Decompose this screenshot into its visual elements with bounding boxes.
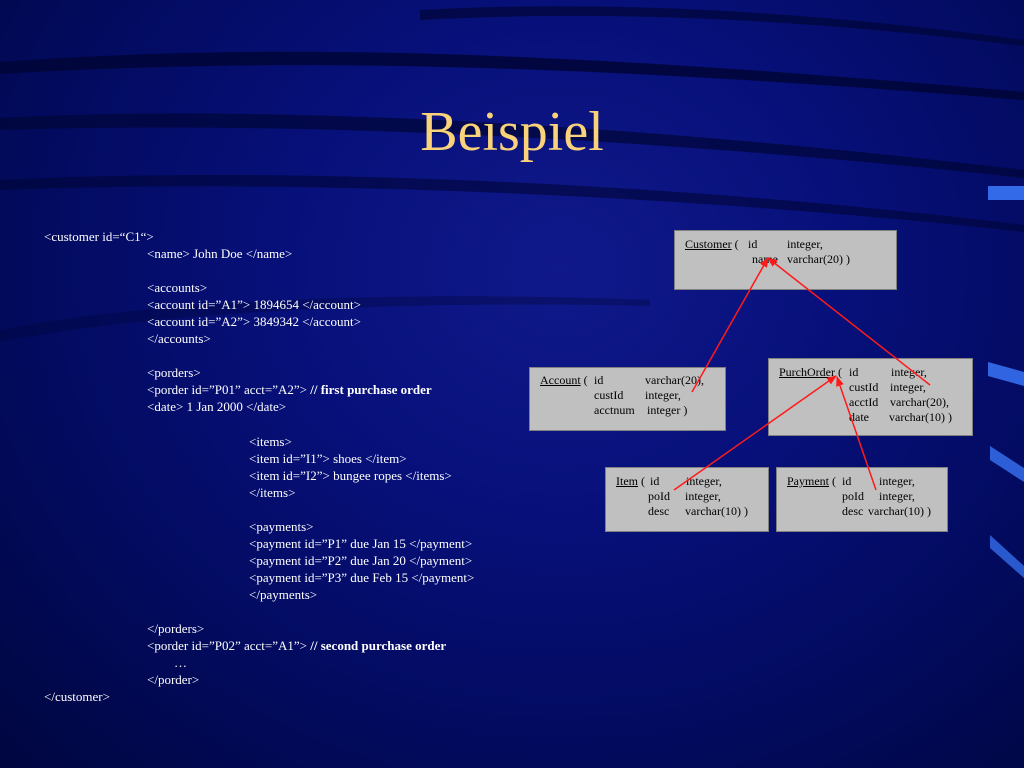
paren: ( xyxy=(580,373,588,387)
column-type: varchar(20), xyxy=(890,395,949,409)
xml-line: <customer id=“C1“> xyxy=(44,229,154,244)
xml-line: </items> xyxy=(249,484,296,500)
xml-line: <item id=”I1”> shoes </item> xyxy=(249,450,407,466)
column-name: acctId xyxy=(849,395,879,409)
customer-table-name: Customer xyxy=(685,237,732,251)
column-name: custId xyxy=(849,380,879,394)
payment-table-name: Payment xyxy=(787,474,829,488)
account-table-header: Account ( xyxy=(540,373,588,389)
purchorder-table: PurchOrder ( id integer, custId integer,… xyxy=(768,358,973,436)
payment-poid-fk-arrow xyxy=(836,376,877,491)
item-table-name: Item xyxy=(616,474,638,488)
column-type: integer, xyxy=(685,489,721,503)
paren: ( xyxy=(834,365,842,379)
column-name: id xyxy=(594,373,604,387)
xml-line: <payment id=”P3” due Feb 15 </payment> xyxy=(249,569,475,585)
column-type: integer, xyxy=(645,388,681,402)
column-name: id xyxy=(650,474,660,488)
column-type: integer ) xyxy=(647,403,688,417)
purchorder-table-header: PurchOrder ( xyxy=(779,365,842,381)
xml-line: </accounts> xyxy=(147,331,211,347)
xml-tag: <porder id=”P02” acct=”A1”> xyxy=(147,638,307,654)
xml-comment: // first purchase order xyxy=(310,382,432,398)
xml-example: <customer id=“C1“> <name> John Doe </nam… xyxy=(44,228,644,705)
column-type: varchar(20), xyxy=(645,373,704,387)
purchorder-custid-fk-arrow xyxy=(767,257,931,386)
xml-line: </porder> xyxy=(147,672,200,688)
xml-line: <account id=”A2”> 3849342 </account> xyxy=(147,314,361,330)
payment-table-header: Payment ( xyxy=(787,474,836,490)
column-name: date xyxy=(849,410,869,424)
column-name: poId xyxy=(842,489,864,503)
paren: ( xyxy=(731,237,739,251)
xml-line: <account id=”A1”> 1894654 </account> xyxy=(147,297,361,313)
xml-line: </customer> xyxy=(44,689,110,705)
item-table-header: Item ( xyxy=(616,474,645,490)
xml-line: <date> 1 Jan 2000 </date> xyxy=(147,399,287,415)
xml-tag: <porder id=”P01” acct=”A2”> xyxy=(147,382,307,398)
xml-line: … xyxy=(174,655,187,671)
item-poid-fk-arrow xyxy=(673,375,837,491)
xml-line: <name> John Doe </name> xyxy=(147,246,293,262)
xml-line: <accounts> xyxy=(147,280,208,296)
xml-line: <payment id=”P1” due Jan 15 </payment> xyxy=(249,535,473,551)
column-name: desc xyxy=(842,504,864,518)
paren: ( xyxy=(829,474,836,488)
column-name: custId xyxy=(594,388,624,402)
column-name: id xyxy=(842,474,852,488)
item-table: Item ( id integer, poId integer, desc va… xyxy=(605,467,769,532)
customer-table-header: Customer ( xyxy=(685,237,739,253)
slide-title: Beispiel xyxy=(420,101,604,163)
column-type: varchar(10) ) xyxy=(685,504,748,518)
account-table-name: Account xyxy=(540,373,581,387)
xml-line: <porder id=”P02” acct=”A1”> // second pu… xyxy=(44,637,644,654)
column-name: id xyxy=(748,237,758,251)
column-name: desc xyxy=(648,504,670,518)
account-custid-fk-arrow xyxy=(691,257,769,393)
column-type: varchar(10) ) xyxy=(889,410,952,424)
xml-line: <porder id=”P01” acct=”A2”> // first pur… xyxy=(44,381,644,398)
xml-line: <payments> xyxy=(249,518,314,534)
payment-table: Payment ( id integer, poId integer, desc… xyxy=(776,467,948,532)
xml-line: </payments> xyxy=(249,586,318,602)
purchorder-table-name: PurchOrder xyxy=(779,365,835,379)
column-type: integer, xyxy=(787,237,823,251)
xml-line: <payment id=”P2” due Jan 20 </payment> xyxy=(249,552,473,568)
column-name: poId xyxy=(648,489,670,503)
column-type: integer, xyxy=(879,489,915,503)
column-name: id xyxy=(849,365,859,379)
column-type: varchar(10) ) xyxy=(868,504,931,518)
xml-line: <item id=”I2”> bungee ropes </items> xyxy=(249,467,452,483)
xml-line: </porders> xyxy=(147,621,205,637)
column-type: varchar(20) ) xyxy=(787,252,850,266)
customer-table: Customer ( id integer, name varchar(20) … xyxy=(674,230,897,290)
column-name: acctnum xyxy=(594,403,635,417)
column-type: integer, xyxy=(686,474,722,488)
column-type: integer, xyxy=(890,380,926,394)
paren: ( xyxy=(638,474,645,488)
xml-line: <porders> xyxy=(147,365,201,381)
column-type: integer, xyxy=(879,474,915,488)
xml-comment: // second purchase order xyxy=(310,638,447,654)
xml-line: <items> xyxy=(249,433,292,449)
account-table: Account ( id varchar(20), custId integer… xyxy=(529,367,726,431)
